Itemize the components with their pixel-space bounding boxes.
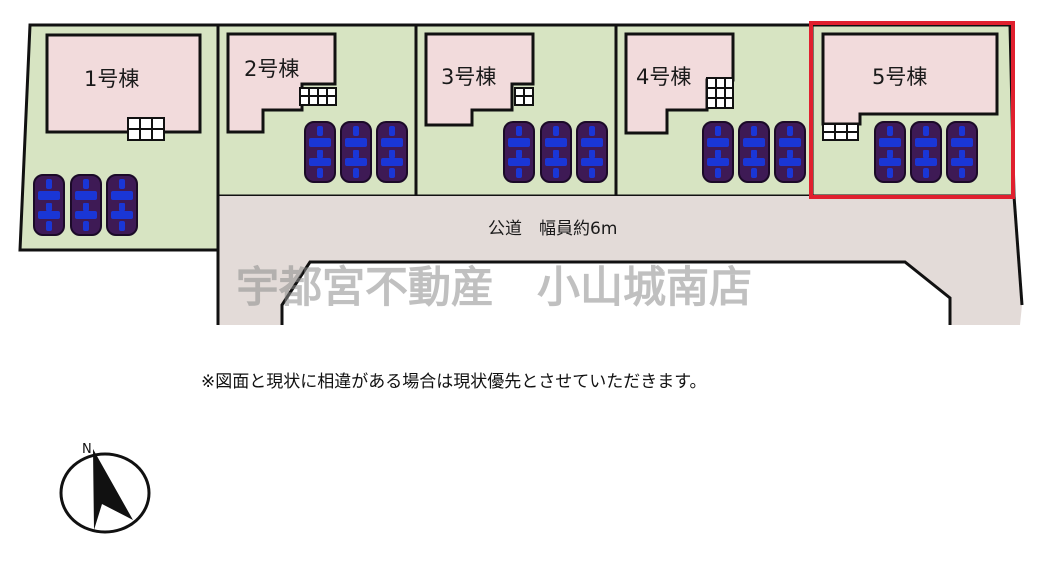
lot-label-3: 3号棟 <box>441 65 496 89</box>
entrance-steps-1 <box>127 117 165 141</box>
entrance-steps-3 <box>514 87 534 106</box>
compass-north-label: N <box>82 442 92 457</box>
watermark: 宇都宮不動産 小山城南店 <box>236 263 752 313</box>
lot-label-1: 1号棟 <box>84 67 139 91</box>
car <box>738 121 770 183</box>
car <box>702 121 734 183</box>
car <box>576 121 608 183</box>
car <box>774 121 806 183</box>
road-label: 公道 幅員約6m <box>488 219 617 239</box>
public-road <box>216 195 1024 325</box>
entrance-steps-2 <box>299 87 337 106</box>
car <box>540 121 572 183</box>
car <box>70 174 102 236</box>
car <box>304 121 336 183</box>
entrance-steps-4 <box>706 77 734 109</box>
house-2 <box>226 32 337 134</box>
north-compass: N <box>59 442 151 534</box>
lot-label-4: 4号棟 <box>636 65 691 89</box>
car <box>503 121 535 183</box>
car <box>106 174 138 236</box>
disclaimer-note: ※図面と現状に相違がある場合は現状優先とさせていただきます。 <box>201 372 707 392</box>
house-3 <box>424 32 535 127</box>
entrance-steps-5 <box>822 123 859 141</box>
north-arrow-icon <box>93 449 133 530</box>
car <box>340 121 372 183</box>
car <box>874 121 906 183</box>
lot-label-2: 2号棟 <box>244 57 299 81</box>
highlight-frame-lot-5 <box>809 21 1015 199</box>
house-1 <box>45 33 202 134</box>
car <box>910 121 942 183</box>
car <box>946 121 978 183</box>
lot-label-5: 5号棟 <box>872 65 927 89</box>
car <box>376 121 408 183</box>
car <box>33 174 65 236</box>
